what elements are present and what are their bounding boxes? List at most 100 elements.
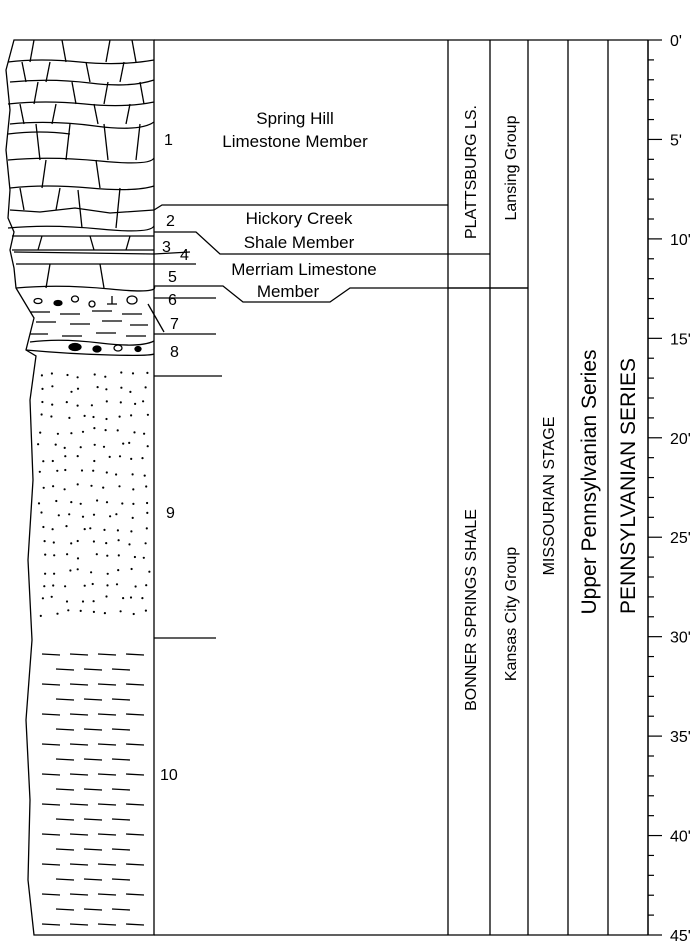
shale-dash [111, 818, 131, 821]
shale-dash [69, 743, 89, 746]
shale-dash [69, 803, 89, 806]
sand-dot [37, 443, 40, 446]
bed-9-sandstone-pattern [37, 371, 151, 618]
sand-dot [80, 469, 84, 472]
shale-dash [41, 893, 61, 896]
sand-dot [92, 469, 95, 472]
sand-dot [105, 388, 108, 391]
tick-label: 5' [670, 132, 682, 149]
sand-dot [37, 502, 41, 505]
sand-dot [92, 540, 95, 543]
sand-dot [66, 553, 69, 556]
sand-dot [76, 539, 79, 543]
sand-dot [93, 443, 96, 446]
bed-number-2: 2 [166, 213, 175, 230]
sand-dot [83, 584, 86, 587]
sand-dot [96, 499, 99, 502]
shale-dash [41, 773, 61, 776]
shale-dash [41, 923, 61, 926]
sand-dot [134, 585, 137, 588]
sand-dot [52, 584, 55, 587]
shale-dash [97, 803, 117, 806]
bed-number-10: 10 [160, 767, 178, 784]
shale-dash [83, 758, 103, 761]
sand-dot [43, 540, 46, 543]
sand-dot [146, 371, 149, 374]
lithology-column [5, 39, 156, 936]
sand-dot [122, 442, 125, 445]
tick-label: 25' [670, 530, 691, 547]
sand-dot [105, 501, 109, 504]
sand-dot [143, 432, 146, 435]
sand-dot [41, 400, 44, 404]
sand-dot [70, 390, 73, 393]
sand-dot [44, 553, 47, 556]
sand-dot [79, 502, 82, 505]
shale-dash [111, 908, 131, 911]
sand-dot [146, 413, 149, 416]
tick-label: 0' [670, 33, 682, 50]
sand-dot [134, 402, 137, 405]
sand-dot [64, 468, 67, 472]
bed-number-8: 8 [170, 344, 179, 361]
sand-dot [142, 400, 145, 403]
shale-dash [125, 833, 145, 836]
bed-number-4: 4 [180, 247, 189, 264]
sand-dot [115, 583, 119, 586]
sand-dot [115, 513, 118, 516]
shale-dash [97, 683, 117, 686]
sand-dot [120, 386, 123, 389]
member-name-5-line-2: Member [257, 282, 320, 301]
sand-dot [144, 386, 147, 389]
sand-dot [76, 387, 80, 390]
shale-dash [111, 698, 131, 701]
member-name-5-line-1: Merriam Limestone [231, 260, 377, 279]
shale-dash [55, 668, 75, 671]
member-names: Spring Hill Limestone Member Hickory Cre… [222, 109, 377, 301]
sand-dot [54, 443, 57, 446]
sand-dot [129, 596, 133, 599]
sand-dot [102, 445, 106, 448]
sand-dot [103, 528, 106, 532]
sand-dot [103, 612, 106, 615]
sand-dot [95, 553, 98, 556]
sand-dot [105, 471, 108, 474]
sand-dot [79, 446, 82, 449]
shale-dash [69, 683, 89, 686]
shale-dash [69, 713, 89, 716]
sand-dot [106, 554, 109, 557]
sand-dot [91, 582, 94, 586]
sand-dot [83, 414, 86, 417]
sand-dot [130, 530, 133, 533]
shale-dash [83, 668, 103, 671]
bed-10-shale-pattern [41, 653, 145, 926]
bed-6-8-pattern [25, 295, 155, 356]
sand-dot [144, 609, 147, 612]
sand-dot [117, 569, 120, 572]
shale-dash [55, 788, 75, 791]
sand-dot [52, 541, 55, 544]
bed-numbers: 1 2 3 4 5 6 7 8 9 10 [160, 132, 189, 784]
sand-dot [90, 571, 93, 574]
shale-dash [83, 698, 103, 701]
sand-dot [43, 585, 46, 588]
shale-dash [83, 908, 103, 911]
shale-dash [41, 803, 61, 806]
member-name-1-line-1: Spring Hill [256, 109, 333, 128]
shale-dash [111, 788, 131, 791]
shale-dash [97, 653, 117, 656]
shale-dash [69, 923, 89, 926]
shale-dash [55, 698, 75, 701]
sand-dot [118, 485, 121, 488]
sand-dot [68, 416, 71, 419]
member-name-2-line-1: Hickory Creek [246, 209, 353, 228]
group-upper-label: Lansing Group [503, 115, 520, 220]
series-label: Upper Pennsylvanian Series [578, 350, 601, 615]
tick-label: 20' [670, 431, 691, 448]
sand-dot [115, 473, 118, 476]
sand-dot [41, 597, 45, 600]
sand-dot [44, 572, 47, 575]
sand-dot [146, 445, 149, 448]
bed-boundary-lines [147, 204, 528, 639]
shale-dash [41, 833, 61, 836]
